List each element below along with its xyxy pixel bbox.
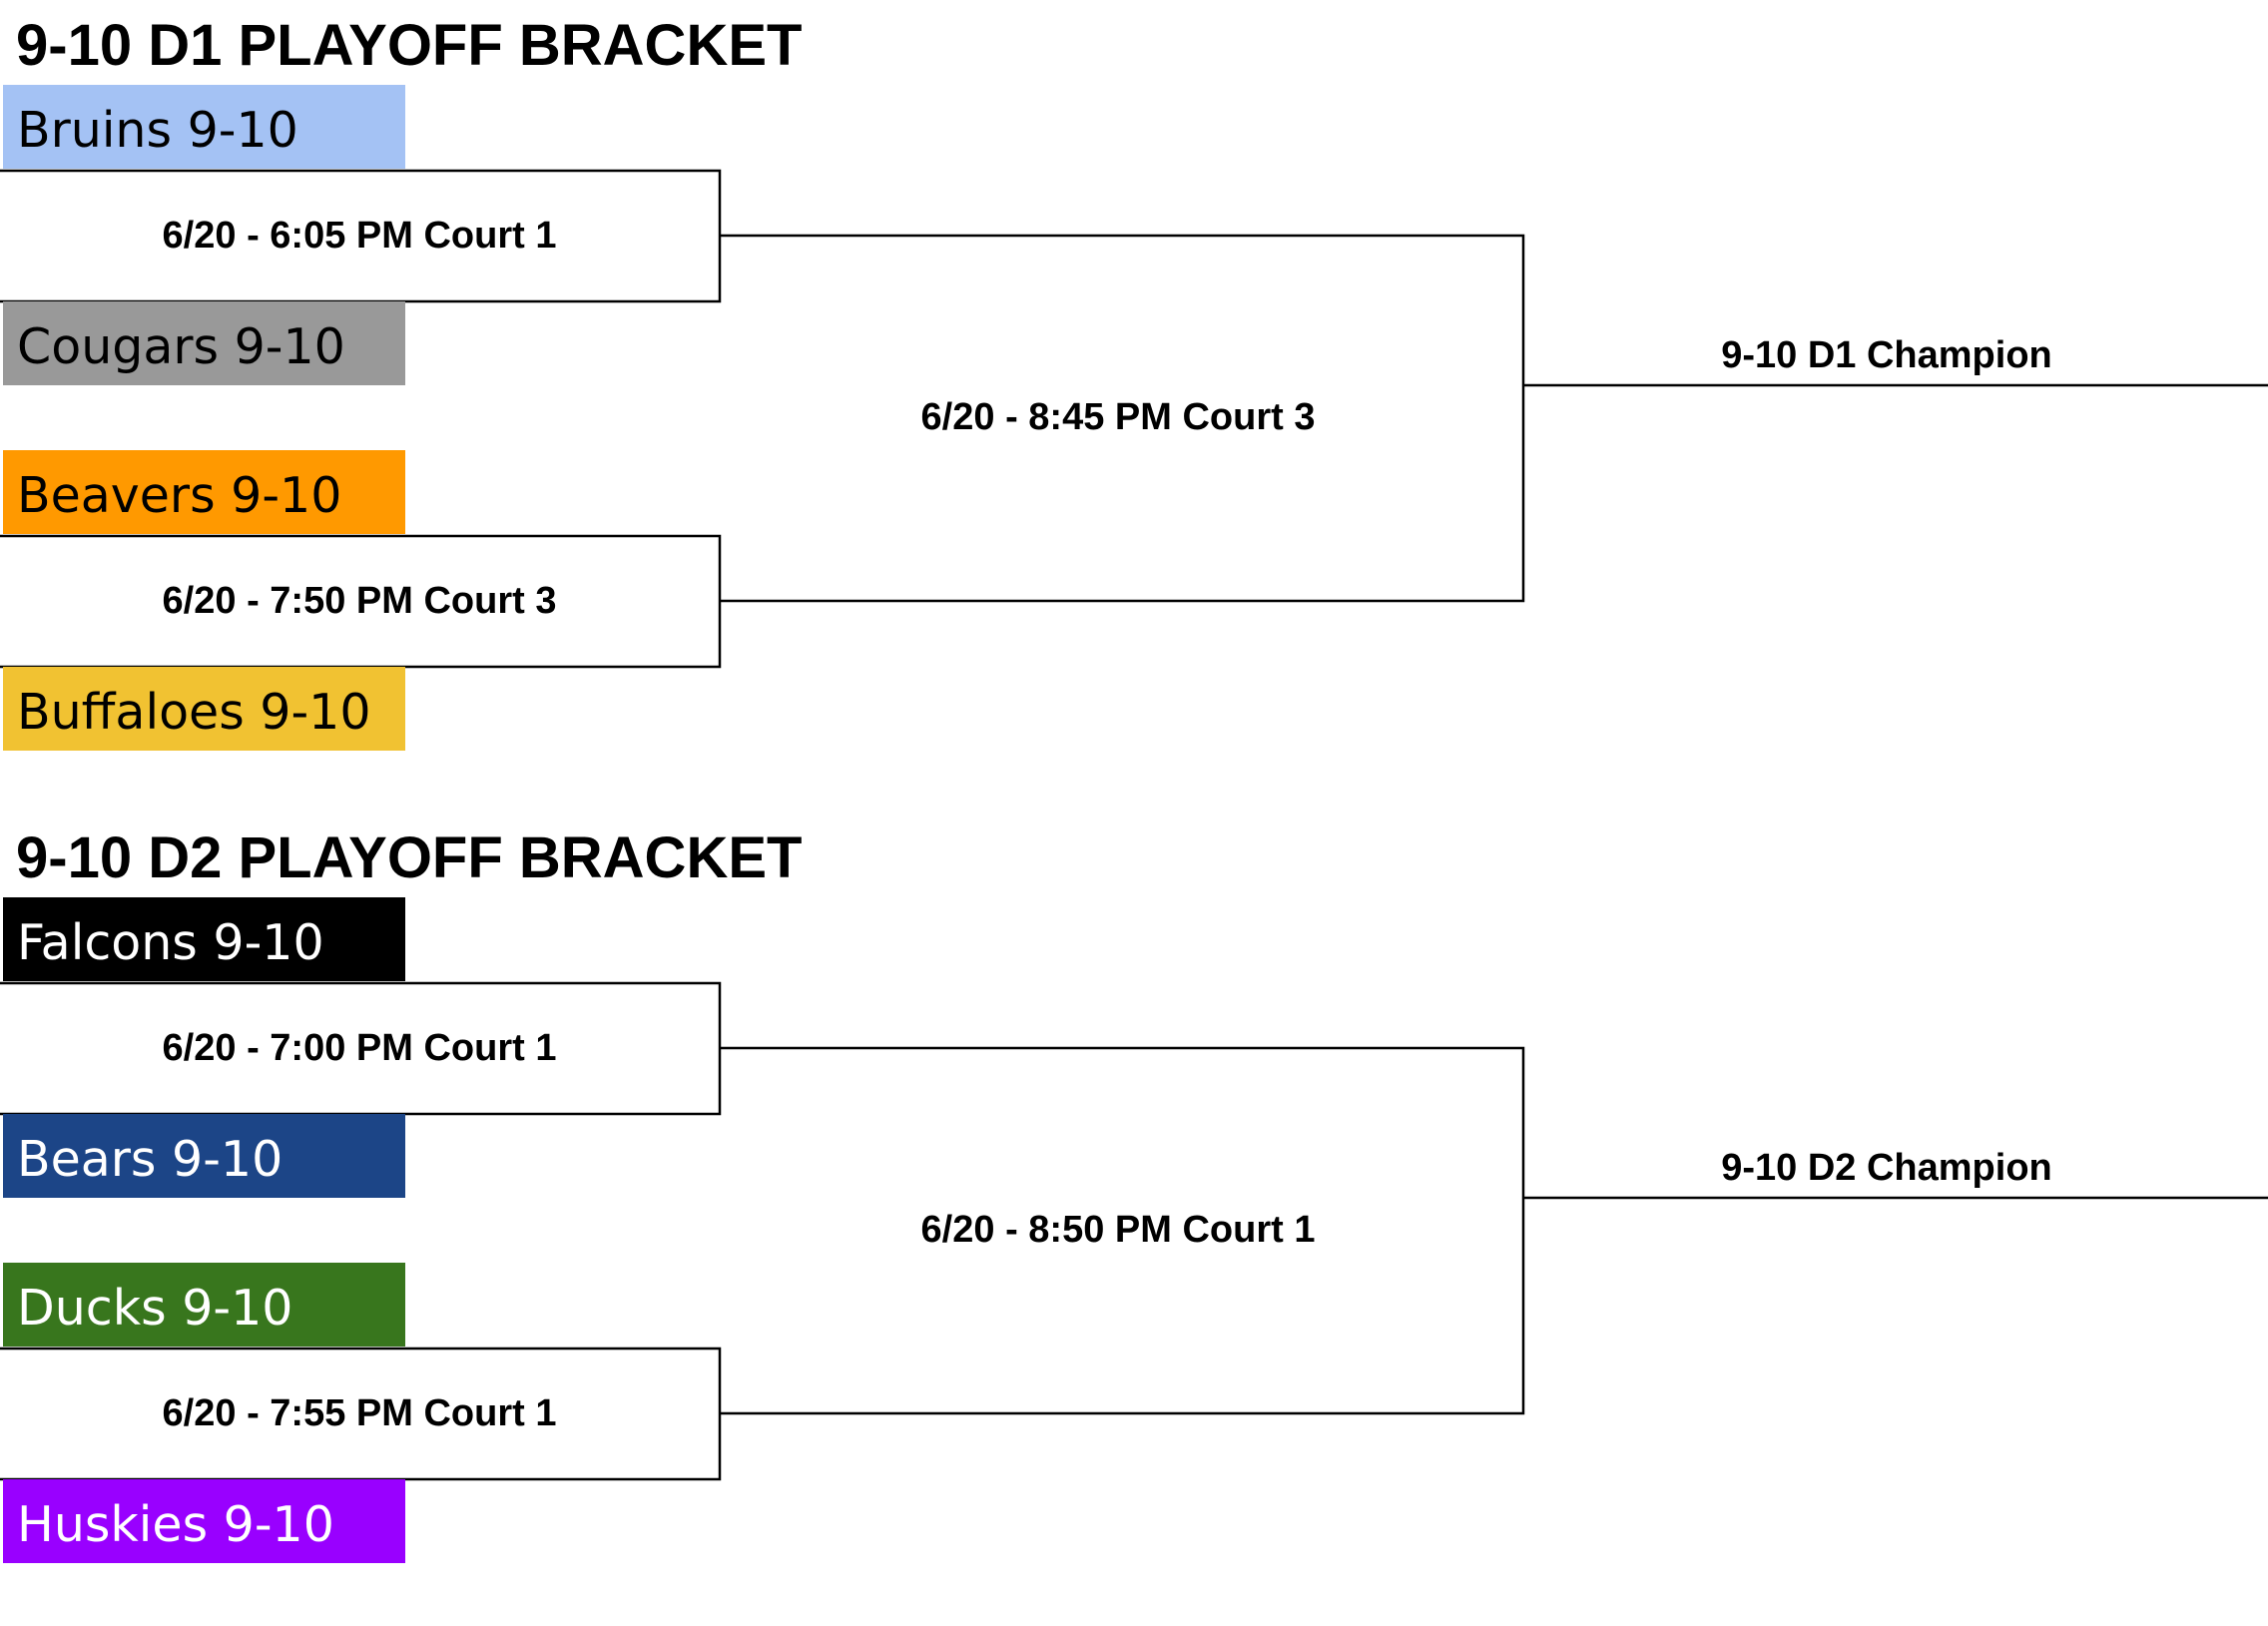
team-slot: Cougars 9-10 — [3, 301, 405, 385]
team-slot: Ducks 9-10 — [3, 1263, 405, 1347]
bracket-title: 9-10 D1 PLAYOFF BRACKET — [16, 13, 803, 78]
champion-label: 9-10 D2 Champion — [1721, 1147, 2052, 1189]
team-slot: Falcons 9-10 — [3, 897, 405, 981]
final-game-label: 6/20 - 8:50 PM Court 1 — [920, 1209, 1316, 1251]
game-label: 6/20 - 7:00 PM Court 1 — [162, 1027, 557, 1069]
final-connector — [720, 234, 1525, 603]
team-slot: Buffaloes 9-10 — [3, 667, 405, 751]
team-slot: Bears 9-10 — [3, 1114, 405, 1198]
bracket-d2: 9-10 D2 PLAYOFF BRACKET Falcons 9-10 Bea… — [0, 813, 2268, 1626]
team-slot: Bruins 9-10 — [3, 85, 405, 169]
bracket-title: 9-10 D2 PLAYOFF BRACKET — [16, 825, 803, 890]
final-connector — [720, 1046, 1525, 1415]
champion-label: 9-10 D1 Champion — [1721, 334, 2052, 376]
team-slot: Beavers 9-10 — [3, 450, 405, 534]
game-label: 6/20 - 6:05 PM Court 1 — [162, 215, 557, 257]
team-slot: Huskies 9-10 — [3, 1479, 405, 1563]
game-label: 6/20 - 7:55 PM Court 1 — [162, 1392, 557, 1434]
bracket-d1: 9-10 D1 PLAYOFF BRACKET Bruins 9-10 Coug… — [0, 13, 2268, 751]
final-game-label: 6/20 - 8:45 PM Court 3 — [920, 396, 1316, 438]
game-label: 6/20 - 7:50 PM Court 3 — [162, 580, 557, 622]
